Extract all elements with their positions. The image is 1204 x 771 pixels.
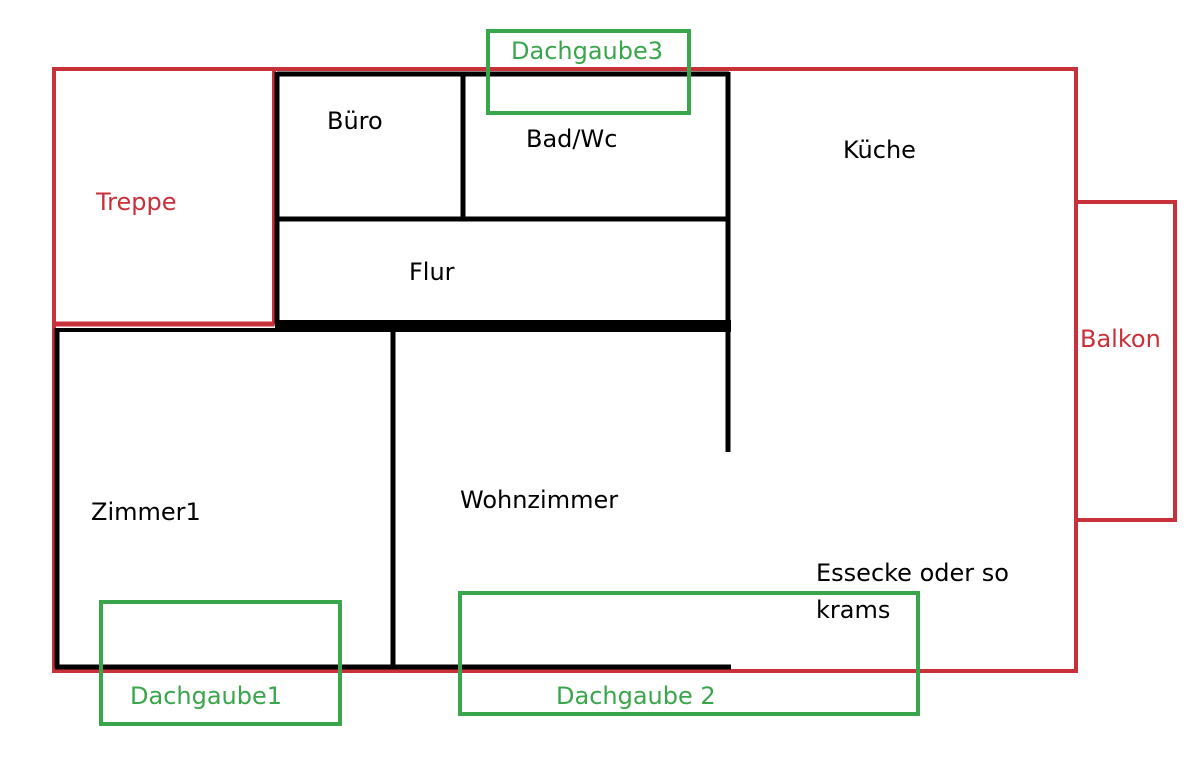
dachgaube2-outline [458,591,920,716]
dachgaube3-outline [486,29,691,115]
label-bad: Bad/Wc [526,125,617,153]
label-essecke-line2: krams [816,596,890,624]
label-flur: Flur [409,258,455,286]
balkon-outline [1074,200,1177,522]
label-essecke-line1: Essecke oder so [816,559,1009,587]
label-dachgaube1: Dachgaube1 [130,682,282,710]
label-buero: Büro [327,107,383,135]
label-dachgaube3: Dachgaube3 [511,37,663,65]
label-kueche: Küche [843,136,916,164]
label-wohnzimmer: Wohnzimmer [460,486,618,514]
label-treppe: Treppe [95,188,176,216]
label-balkon: Balkon [1080,325,1161,353]
label-dachgaube2: Dachgaube 2 [556,682,716,710]
label-zimmer1: Zimmer1 [91,498,201,526]
dachgaube1-outline [99,600,342,726]
